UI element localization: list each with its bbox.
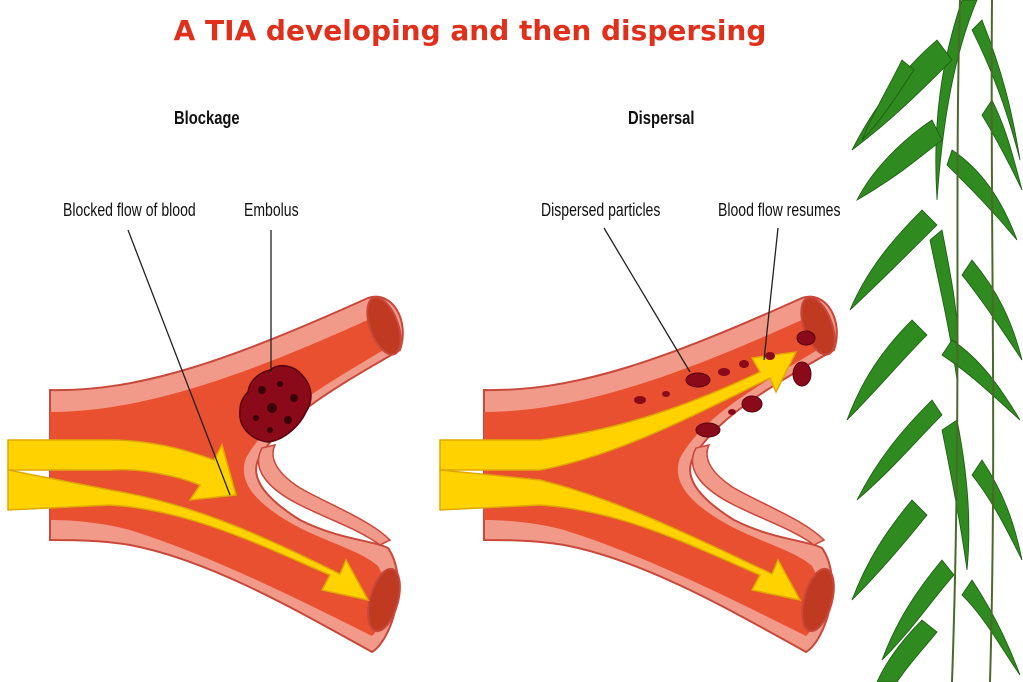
artery-diagram [7, 227, 838, 654]
dispersal-heading: Dispersal [628, 108, 695, 128]
embolus-clot [239, 364, 312, 443]
resumed-flow-arrows [439, 351, 802, 602]
blocked-flow-arrows [7, 439, 370, 602]
bamboo-leaves-decoration [846, 0, 1023, 682]
slide-title: A TIA developing and then dispersing [173, 14, 767, 47]
blocked-flow-pointer [127, 229, 231, 496]
blood-flow-resumes-pointer [763, 227, 779, 361]
blockage-heading: Blockage [174, 108, 240, 128]
blocked-flow-label: Blocked flow of blood [63, 200, 196, 220]
blood-flow-resumes-label: Blood flow resumes [718, 200, 841, 220]
dispersed-particles-pointer [603, 227, 691, 373]
dispersed-particles [634, 330, 816, 438]
dispersed-particles-label: Dispersed particles [541, 200, 661, 220]
embolus-label: Embolus [244, 200, 299, 220]
